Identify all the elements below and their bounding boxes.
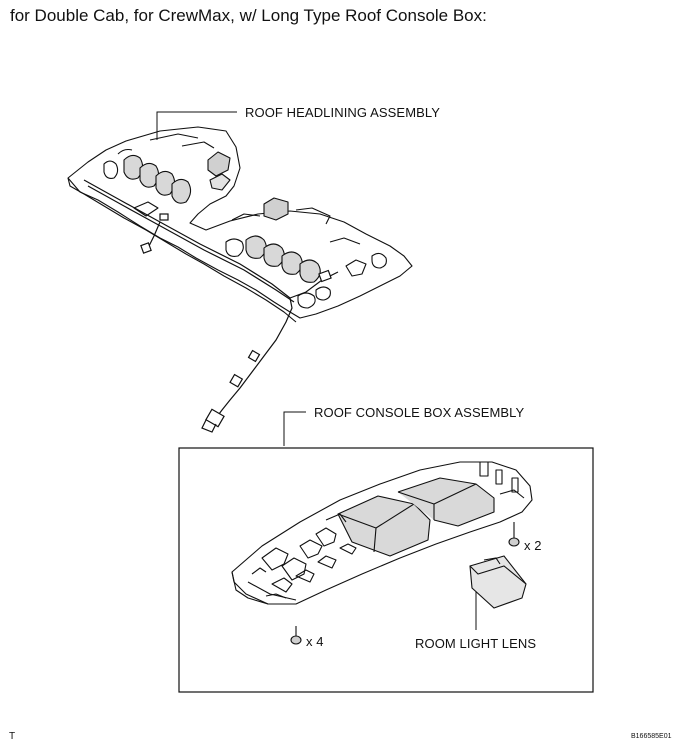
roof-console-box-illustration	[231, 461, 533, 605]
label-roof-console-box-assembly: ROOF CONSOLE BOX ASSEMBLY	[314, 405, 525, 420]
page-heading: for Double Cab, for CrewMax, w/ Long Typ…	[10, 6, 487, 25]
label-room-light-lens: ROOM LIGHT LENS	[415, 636, 537, 651]
leader-roof-console-box	[283, 411, 306, 446]
screw-qty-right: x 2	[524, 538, 542, 553]
screw-qty-left: x 4	[306, 634, 324, 649]
wire-harness	[83, 179, 339, 433]
roof-headlining-illustration	[67, 126, 413, 323]
console-box-frame	[178, 447, 594, 693]
corner-mark: T	[9, 731, 16, 742]
leader-roof-headlining	[156, 111, 237, 140]
figure-id: B166585E01	[631, 733, 672, 740]
screw-left	[290, 626, 302, 645]
room-light-lens-illustration	[469, 555, 527, 609]
screw-right	[508, 522, 520, 547]
label-roof-headlining-assembly: ROOF HEADLINING ASSEMBLY	[245, 105, 441, 120]
